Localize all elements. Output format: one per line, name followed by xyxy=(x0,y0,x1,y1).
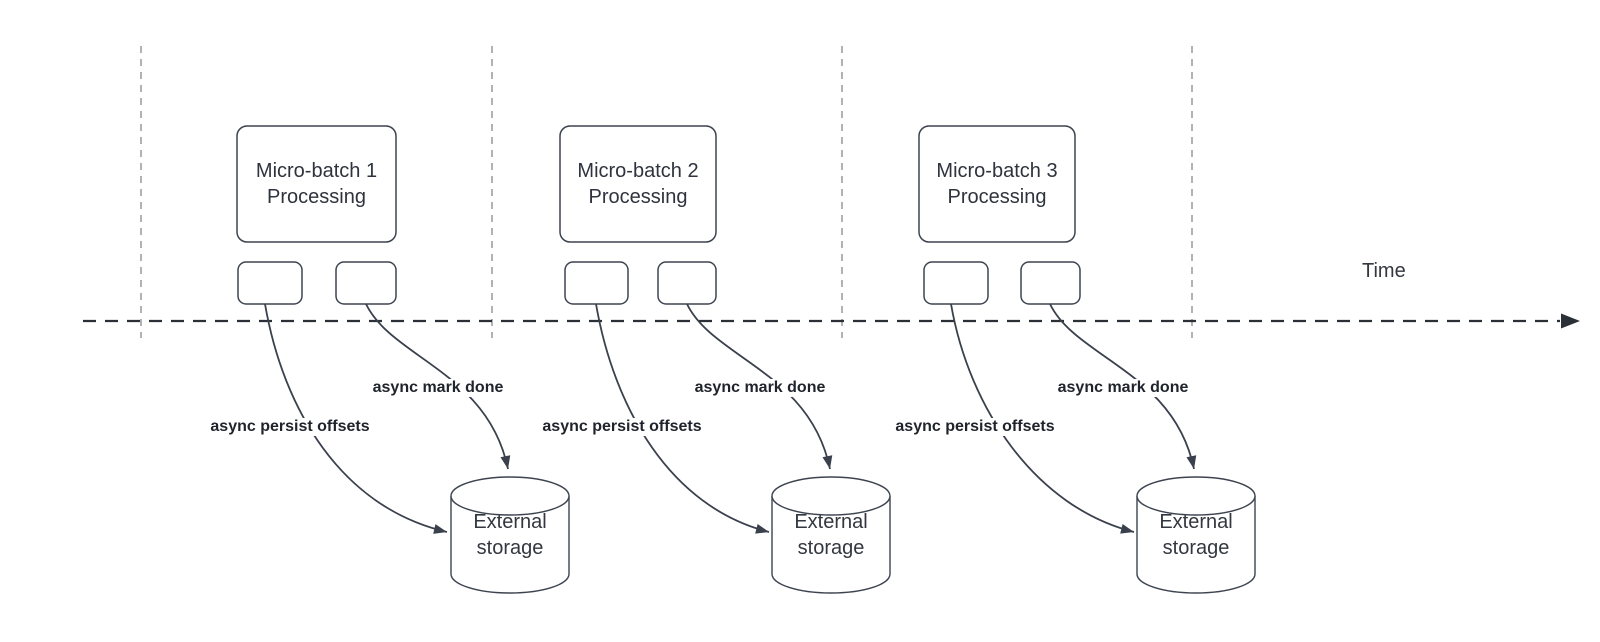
mark-done-arrow-1 xyxy=(365,303,511,470)
mark-done-arrow-3 xyxy=(1049,303,1197,470)
persist-offsets-label-2: async persist offsets xyxy=(539,418,705,436)
mark-done-arrow-2 xyxy=(686,303,833,470)
processing-box-title-3: Micro-batch 3 Processing xyxy=(936,159,1058,208)
persist-offsets-arrow-2 xyxy=(595,303,770,534)
mark-done-task-box-3 xyxy=(1020,261,1081,305)
processing-box-title-1: Micro-batch 1 Processing xyxy=(255,159,378,208)
storage-label-1: External storage xyxy=(473,511,547,559)
time-axis-arrowhead-icon xyxy=(1561,313,1580,329)
mark-done-label-3: async mark done xyxy=(1054,379,1192,397)
persist-offsets-task-box-3 xyxy=(923,261,989,305)
storage-label-2: External storage xyxy=(794,511,868,559)
processing-box-title-2: Micro-batch 2 Processing xyxy=(577,159,699,208)
persist-offsets-arrow-1 xyxy=(264,303,448,534)
mark-done-task-box-2 xyxy=(657,261,717,305)
mark-done-task-box-1 xyxy=(335,261,397,305)
persist-offsets-label-1: async persist offsets xyxy=(207,418,373,436)
mark-done-label-1: async mark done xyxy=(369,379,507,397)
processing-box-2 xyxy=(559,125,717,243)
persist-offsets-task-box-1 xyxy=(237,261,303,305)
mark-done-label-2: async mark done xyxy=(691,379,829,397)
storage-cylinder-1 xyxy=(450,476,570,594)
storage-label-3: External storage xyxy=(1159,511,1233,559)
persist-offsets-task-box-2 xyxy=(564,261,629,305)
time-axis-label: Time xyxy=(1362,260,1406,282)
micro-batch-group-1 xyxy=(236,125,570,594)
storage-cylinder-3 xyxy=(1136,476,1256,594)
processing-box-3 xyxy=(918,125,1076,243)
micro-batch-group-2 xyxy=(559,125,891,594)
persist-offsets-arrow-3 xyxy=(950,303,1135,534)
micro-batch-group-3 xyxy=(918,125,1256,594)
storage-cylinder-2 xyxy=(771,476,891,594)
processing-box-1 xyxy=(236,125,397,243)
persist-offsets-label-3: async persist offsets xyxy=(892,418,1058,436)
